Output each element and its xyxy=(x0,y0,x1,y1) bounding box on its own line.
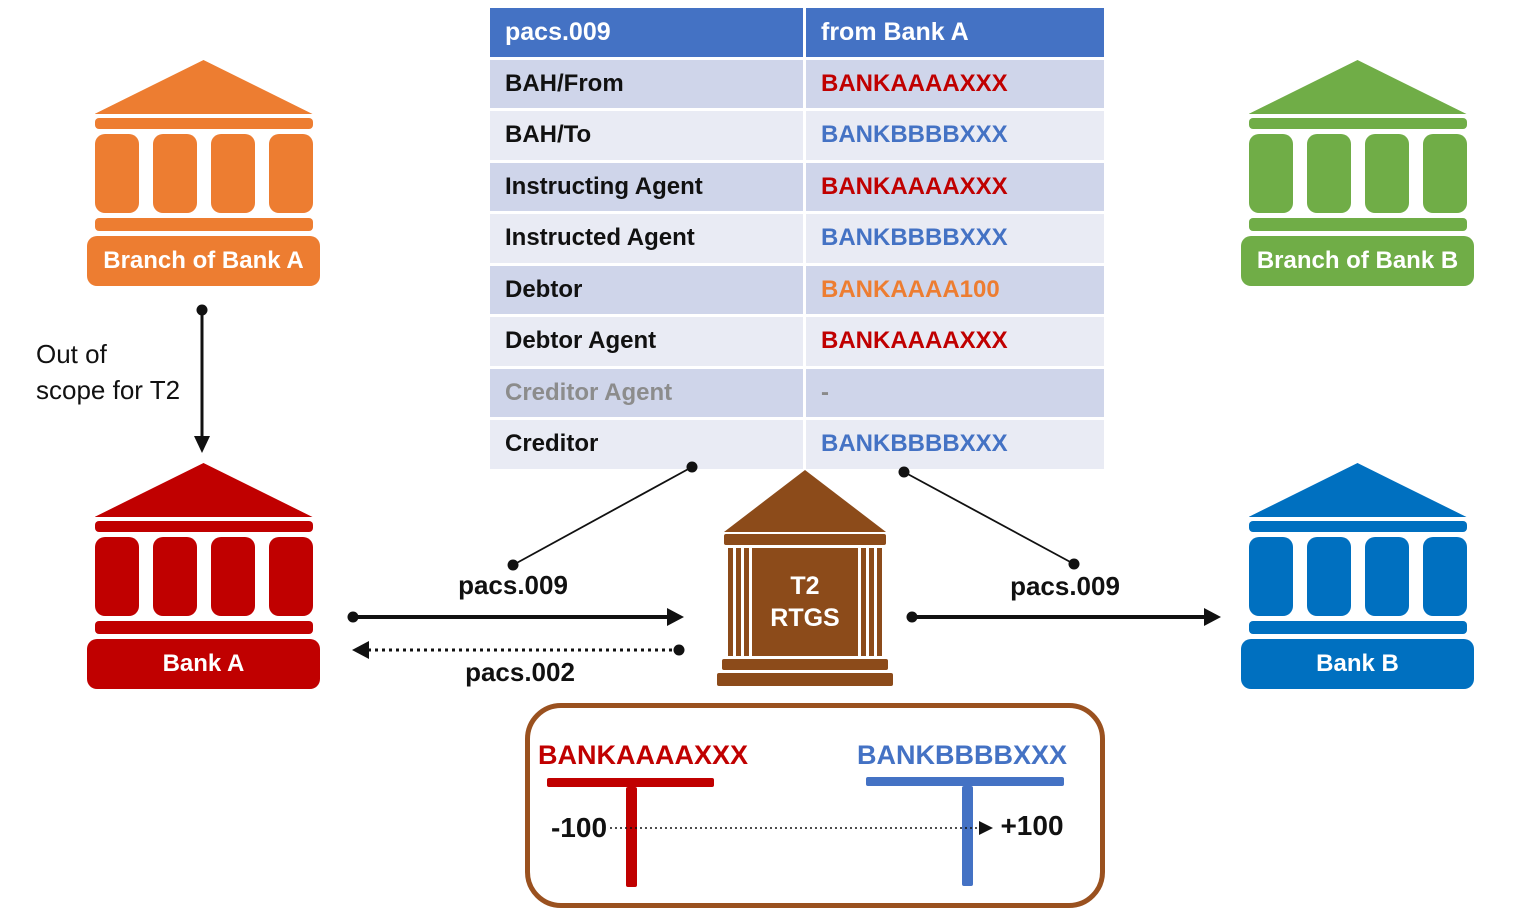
table-row-label: BAH/From xyxy=(490,59,803,108)
bank-lintel xyxy=(94,521,313,532)
bank-column xyxy=(1306,134,1351,213)
table-row-label: Instructed Agent xyxy=(490,214,803,263)
t2-base-plinth xyxy=(717,673,893,686)
table-row-label: Debtor xyxy=(490,265,803,314)
bank-column xyxy=(1306,537,1351,616)
table-row-label: Creditor Agent xyxy=(490,368,803,417)
connector-dot xyxy=(507,559,519,571)
bank-base xyxy=(94,218,313,231)
bank-columns xyxy=(94,537,313,616)
table-to-left-pacs009-connector xyxy=(512,466,693,566)
pacs009-right-label: pacs.009 xyxy=(1010,571,1120,601)
bank-label-branch-of-bank-b: Branch of Bank B xyxy=(1241,236,1474,286)
bank-column xyxy=(268,537,313,616)
debit-t-account-bar xyxy=(547,778,714,787)
bank-column xyxy=(268,134,313,213)
bank-lintel xyxy=(1248,521,1467,532)
bank-column xyxy=(1422,537,1467,616)
bank-label-bank-b: Bank B xyxy=(1241,639,1474,689)
settlement-box: BANKAAAAXXX -100 BANKBBBBXXX +100 xyxy=(525,703,1105,908)
bank-label-bank-a: Bank A xyxy=(87,639,320,689)
branch-to-bank-a-arrowhead xyxy=(194,436,210,453)
t2-right-columns xyxy=(861,548,882,656)
credit-account-label: BANKBBBBXXX xyxy=(857,740,1068,770)
table-row-value: BANKAAAAXXX xyxy=(806,162,1104,211)
pacs009-left-arrowhead xyxy=(667,608,684,626)
credit-t-account-stem xyxy=(962,786,973,886)
bank-base xyxy=(1248,218,1467,231)
debit-account-label: BANKAAAAXXX xyxy=(538,740,749,770)
out-of-scope-note: Out of scope for T2 xyxy=(36,336,180,408)
table-row-value: BANKAAAAXXX xyxy=(806,59,1104,108)
table-row-value: BANKAAAA100 xyxy=(806,265,1104,314)
table-row-label: Debtor Agent xyxy=(490,317,803,366)
table-row-value: - xyxy=(806,368,1104,417)
bank-icon-bank-b: Bank B xyxy=(1241,463,1474,689)
t2-label-line2: RTGS xyxy=(770,604,840,632)
debit-t-account-stem xyxy=(626,787,637,887)
connector-dot xyxy=(1068,558,1080,570)
bank-columns xyxy=(1248,537,1467,616)
table-row-value: BANKAAAAXXX xyxy=(806,317,1104,366)
t2-label-line1: T2 xyxy=(790,571,820,600)
t2-rtgs-label: T2 RTGS xyxy=(752,548,858,656)
table-to-right-pacs009-connector xyxy=(903,471,1075,565)
bank-lintel xyxy=(94,118,313,129)
bank-column xyxy=(1364,134,1409,213)
table-header-origin: from Bank A xyxy=(806,8,1104,57)
debit-amount: -100 xyxy=(550,812,608,843)
bank-lintel xyxy=(1248,118,1467,129)
bank-column xyxy=(94,134,139,213)
table-row-label: Creditor xyxy=(490,420,803,469)
table-row-value: BANKBBBBXXX xyxy=(806,111,1104,160)
out-of-scope-line1: Out of xyxy=(36,339,107,369)
bank-icon-branch-of-bank-b: Branch of Bank B xyxy=(1241,60,1474,286)
table-header-message-type: pacs.009 xyxy=(490,8,803,57)
settlement-transfer-arrowhead xyxy=(979,821,993,835)
pacs002-label: pacs.002 xyxy=(465,657,575,687)
table-row-label: BAH/To xyxy=(490,111,803,160)
bank-column xyxy=(94,537,139,616)
bank-column xyxy=(1248,537,1293,616)
t2-left-columns xyxy=(728,548,749,656)
table-row-value: BANKBBBBXXX xyxy=(806,214,1104,263)
bank-columns xyxy=(94,134,313,213)
bank-column xyxy=(1364,537,1409,616)
bank-column xyxy=(1422,134,1467,213)
t2-base-step xyxy=(722,659,888,670)
credit-amount: +100 xyxy=(1000,810,1064,841)
out-of-scope-line2: scope for T2 xyxy=(36,375,181,405)
table-row-value: BANKBBBBXXX xyxy=(806,420,1104,469)
bank-label-branch-of-bank-a: Branch of Bank A xyxy=(87,236,320,286)
bank-column xyxy=(152,537,197,616)
bank-columns xyxy=(1248,134,1467,213)
arrow-origin-dot xyxy=(673,644,685,656)
bank-column xyxy=(152,134,197,213)
pacs009-right-arrowhead xyxy=(1204,608,1221,626)
bank-base xyxy=(1248,621,1467,634)
t2-rtgs-icon: T2 RTGS xyxy=(717,470,893,686)
pacs002-arrowhead xyxy=(352,641,369,659)
bank-base xyxy=(94,621,313,634)
pacs009-left-label: pacs.009 xyxy=(458,570,568,600)
credit-t-account-bar xyxy=(866,777,1064,786)
bank-icon-branch-of-bank-a: Branch of Bank A xyxy=(87,60,320,286)
bank-column xyxy=(210,537,255,616)
t2-lintel xyxy=(724,534,886,545)
bank-icon-bank-a: Bank A xyxy=(87,463,320,689)
table-row-label: Instructing Agent xyxy=(490,162,803,211)
bank-column xyxy=(210,134,255,213)
bank-column xyxy=(1248,134,1293,213)
